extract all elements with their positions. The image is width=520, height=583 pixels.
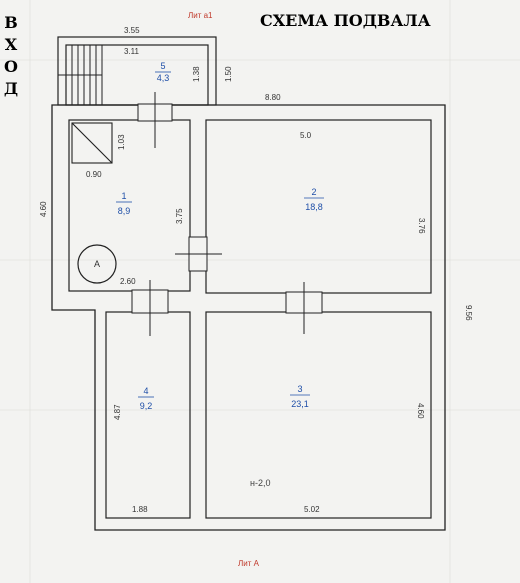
room-area: 9,2 (140, 401, 153, 411)
room-number: 1 (121, 191, 126, 201)
outer-walls (51, 104, 446, 531)
level-mark: н-2,0 (250, 478, 270, 488)
door-swings (149, 92, 305, 336)
doorways (131, 103, 323, 314)
room-label-5: 5 4,3 (155, 61, 171, 83)
room-area: 23,1 (291, 399, 309, 409)
stairwell-circle (77, 244, 117, 284)
page-title: СХЕМА ПОДВАЛА (260, 11, 431, 30)
dim-room1-height: 4.60 (39, 201, 48, 217)
room-area: 8,9 (118, 206, 131, 216)
entrance-stairs (58, 45, 103, 105)
dim-overall-height: 9.56 (464, 305, 473, 321)
dim-room4-depth: 4.87 (113, 404, 122, 420)
entrance-letter: Д (3, 79, 19, 98)
room-number: 5 (160, 61, 165, 71)
dim-main-width: 8.80 (265, 93, 281, 102)
room-number: 4 (143, 386, 148, 396)
dim-room2-width: 5.0 (300, 131, 312, 140)
room-label-1: 1 8,9 (116, 191, 132, 216)
dim-room1-width: 2.60 (120, 277, 136, 286)
dim-porch-inner-width: 3.11 (124, 47, 140, 56)
dim-porch-outer: 1.50 (224, 66, 233, 82)
entrance-label: В Х О Д (2, 12, 20, 100)
dim-top-outer-width: 3.55 (124, 26, 140, 35)
dim-porch-depth: 1.38 (192, 66, 201, 82)
room-label-4: 4 9,2 (138, 386, 154, 411)
dim-room1-niche-w: 0.90 (86, 170, 102, 179)
room-1-walls (68, 119, 191, 292)
room-number: 2 (311, 187, 316, 197)
entrance-letter: В (4, 13, 18, 32)
room-number: 3 (297, 384, 302, 394)
stairwell-label: A (94, 259, 100, 269)
room-label-3: 3 23,1 (290, 384, 310, 409)
dim-room1-depth: 3.75 (175, 208, 184, 224)
room-area: 18,8 (305, 202, 323, 212)
room-1-niche (71, 122, 113, 164)
lit-bottom-label: Лит А (238, 559, 260, 568)
dim-room4-width: 1.88 (132, 505, 148, 514)
dim-room3-width: 5.02 (304, 505, 320, 514)
dim-room3-depth: 4.60 (416, 403, 425, 419)
dim-room2-depth: 3.76 (417, 218, 426, 234)
lit-top-label: Лит а1 (188, 11, 213, 20)
room-3-walls (205, 311, 432, 519)
room-label-2: 2 18,8 (304, 187, 324, 212)
room-area: 4,3 (157, 73, 170, 83)
entrance-letter: О (4, 57, 18, 76)
dim-room1-niche-h: 1.03 (117, 134, 126, 150)
entrance-letter: Х (4, 35, 18, 54)
